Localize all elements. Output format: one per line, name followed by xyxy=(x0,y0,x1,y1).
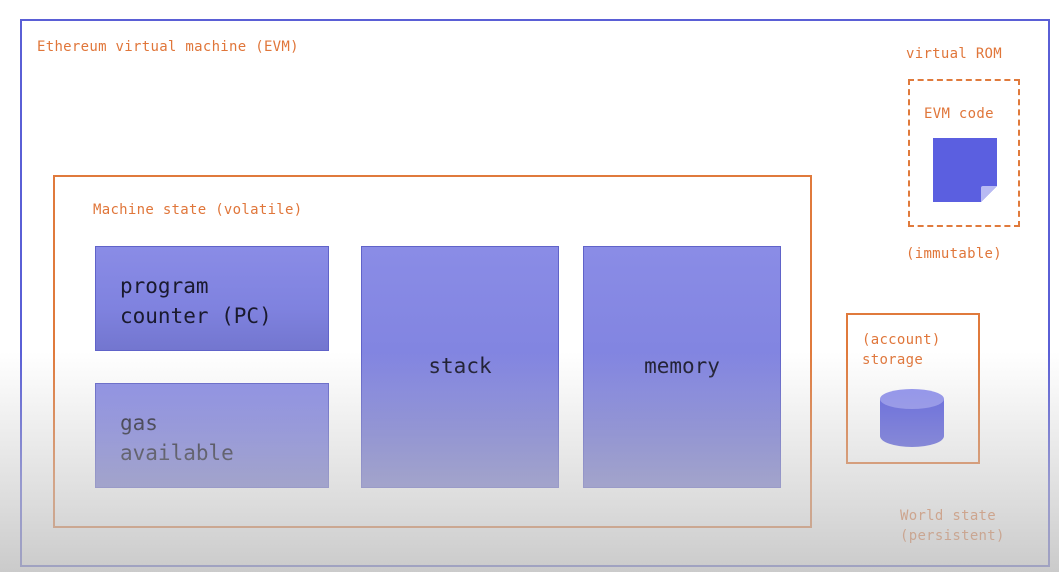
evm-code-label: EVM code xyxy=(924,106,994,122)
program-counter-label: program counter (PC) xyxy=(120,274,272,328)
world-state-label: World state (persistent) xyxy=(900,508,1005,544)
memory-block: memory xyxy=(583,246,781,488)
virtual-rom-title: virtual ROM xyxy=(906,46,1003,62)
stack-block: stack xyxy=(361,246,559,488)
immutable-note: (immutable) xyxy=(906,246,1003,262)
database-icon xyxy=(880,389,944,447)
machine-state-title: Machine state (volatile) xyxy=(93,202,303,218)
virtual-rom-frame xyxy=(908,79,1020,227)
evm-title: Ethereum virtual machine (EVM) xyxy=(37,39,299,55)
gas-available-label: gas available xyxy=(120,411,234,465)
stack-label: stack xyxy=(428,354,492,378)
gas-available-block: gas available xyxy=(95,383,329,488)
memory-label: memory xyxy=(644,354,720,378)
document-icon xyxy=(933,138,997,202)
program-counter-block: program counter (PC) xyxy=(95,246,329,351)
storage-title: (account) storage xyxy=(862,332,941,368)
